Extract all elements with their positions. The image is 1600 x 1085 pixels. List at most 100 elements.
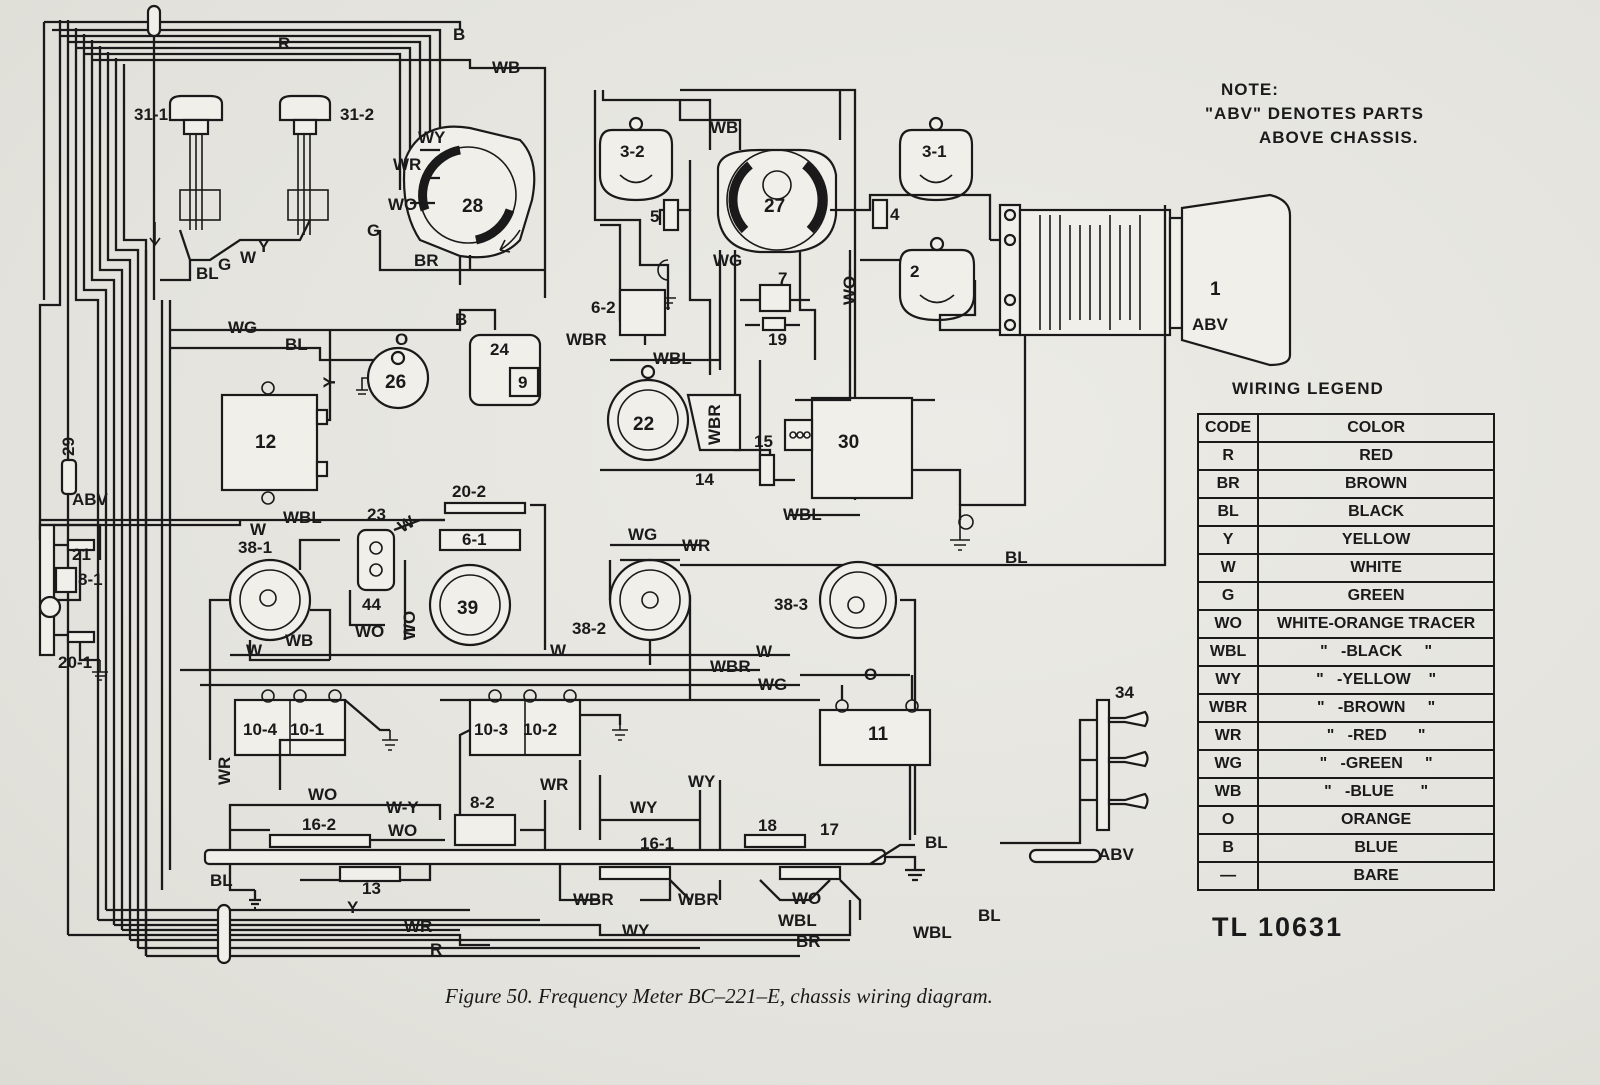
part-6-1 [438, 528, 522, 552]
legend-row: WG" -GREEN " [1196, 749, 1495, 779]
wire-label: WO [308, 785, 337, 804]
wire-label: WBL [283, 508, 322, 527]
wire-label: BR [796, 932, 821, 951]
wire-label: WO [792, 889, 821, 908]
wire-label: WG [758, 675, 787, 694]
part-label: 10-4 [243, 720, 278, 739]
part-label: 18 [758, 816, 777, 835]
wire-label: BR [414, 251, 439, 270]
ground-icon [660, 280, 676, 309]
part-label: 13 [362, 879, 381, 898]
wire-label: BL [1005, 548, 1028, 567]
part-13: 13 [338, 865, 402, 898]
part-10-4-10-1: 10-4 10-1 [233, 689, 347, 757]
part-29: 29 ABV [59, 437, 109, 509]
part-label: 7 [778, 269, 787, 288]
wire-label: WR [404, 917, 432, 936]
wire-label: W [250, 520, 267, 539]
wire-label: WBR [573, 890, 614, 909]
part-8-2: 8-2 [453, 793, 517, 847]
wire-label: Y [347, 898, 359, 917]
part-label: 29 [59, 437, 78, 456]
wire-label: WR [215, 757, 234, 785]
ground-icon [92, 660, 108, 681]
part-label: 10-3 [474, 720, 508, 739]
legend-color: BLUE [1257, 833, 1495, 863]
wire-label: WG [228, 318, 257, 337]
legend-color: " -BLACK " [1257, 637, 1495, 667]
part-label: 23 [367, 505, 386, 524]
part-label: 31-2 [340, 105, 374, 124]
wire-label: W [395, 512, 419, 537]
legend-code: B [1196, 833, 1260, 863]
part-label: 9 [518, 373, 527, 392]
wire-label: WO [355, 622, 384, 641]
part-24: 24 9 [468, 333, 542, 407]
legend-color: GREEN [1257, 581, 1495, 611]
note-block: NOTE: "ABV" DENOTES PARTS ABOVE CHASSIS. [1205, 78, 1424, 150]
wire-label: WBL [778, 911, 817, 930]
wire-label: WR [682, 536, 710, 555]
wire-label: WBL [783, 505, 822, 524]
part-label: 24 [490, 340, 509, 359]
wire-label: WB [710, 118, 738, 137]
part-label: 22 [633, 414, 654, 435]
part-label: 10-2 [523, 720, 557, 739]
ground-icon [356, 377, 368, 395]
part-label: 26 [385, 372, 406, 393]
legend-color: WHITE-ORANGE TRACER [1257, 609, 1495, 639]
part-31-2: 31-2 [278, 94, 374, 235]
legend-color: " -BLUE " [1257, 777, 1495, 807]
part-18: 18 [743, 816, 807, 849]
part-label: O [395, 330, 408, 349]
part-3-2: 3-2 [598, 116, 674, 202]
wire-label: WY [418, 128, 446, 147]
wire-label: B [453, 25, 465, 44]
part-8-1 [54, 566, 78, 594]
wire-label: WBL [913, 923, 952, 942]
cable-end [1028, 848, 1102, 864]
part-3-1: 3-1 [898, 116, 974, 202]
figure-caption: Figure 50. Frequency Meter BC–221–E, cha… [445, 984, 993, 1008]
part-38-1: 38-1 [228, 538, 312, 642]
part-label: 10-1 [290, 720, 324, 739]
wire-label: BL [978, 906, 1001, 925]
wire-label: W [550, 641, 567, 660]
part-label: 14 [695, 470, 714, 489]
part-label: 39 [457, 598, 478, 619]
part-label: 6-2 [591, 298, 616, 317]
wire-label: WY [688, 772, 716, 791]
part-19 [761, 316, 787, 332]
legend-code: WO [1196, 609, 1260, 639]
wire-label: BL [196, 264, 219, 283]
part-16-2: 16-2 [268, 815, 372, 849]
wire-label: BL [285, 335, 308, 354]
part-label: 11 [868, 724, 889, 745]
part-23: 23 [356, 505, 396, 592]
wire-label: WB [492, 58, 520, 77]
wire-label: WG [628, 525, 657, 544]
wire-label: WR [540, 775, 568, 794]
wire-label: WBL [653, 349, 692, 368]
part-22: 22 14 [606, 364, 742, 489]
legend-code: G [1196, 581, 1260, 611]
part-label: 38-1 [238, 538, 272, 557]
abv-label: ABV [72, 490, 109, 509]
wire-label: R [278, 34, 290, 53]
part-label: 30 [838, 432, 859, 453]
part-label: 21 [72, 545, 91, 564]
wire-label: WY [622, 921, 650, 940]
part-11: 11 [818, 699, 932, 767]
part-34-jacks: 34 ABV [1095, 683, 1149, 864]
part-label: 38-3 [774, 595, 808, 614]
legend-code: WR [1196, 721, 1260, 751]
resistor [66, 630, 96, 644]
part-label: 34 [1115, 683, 1134, 702]
